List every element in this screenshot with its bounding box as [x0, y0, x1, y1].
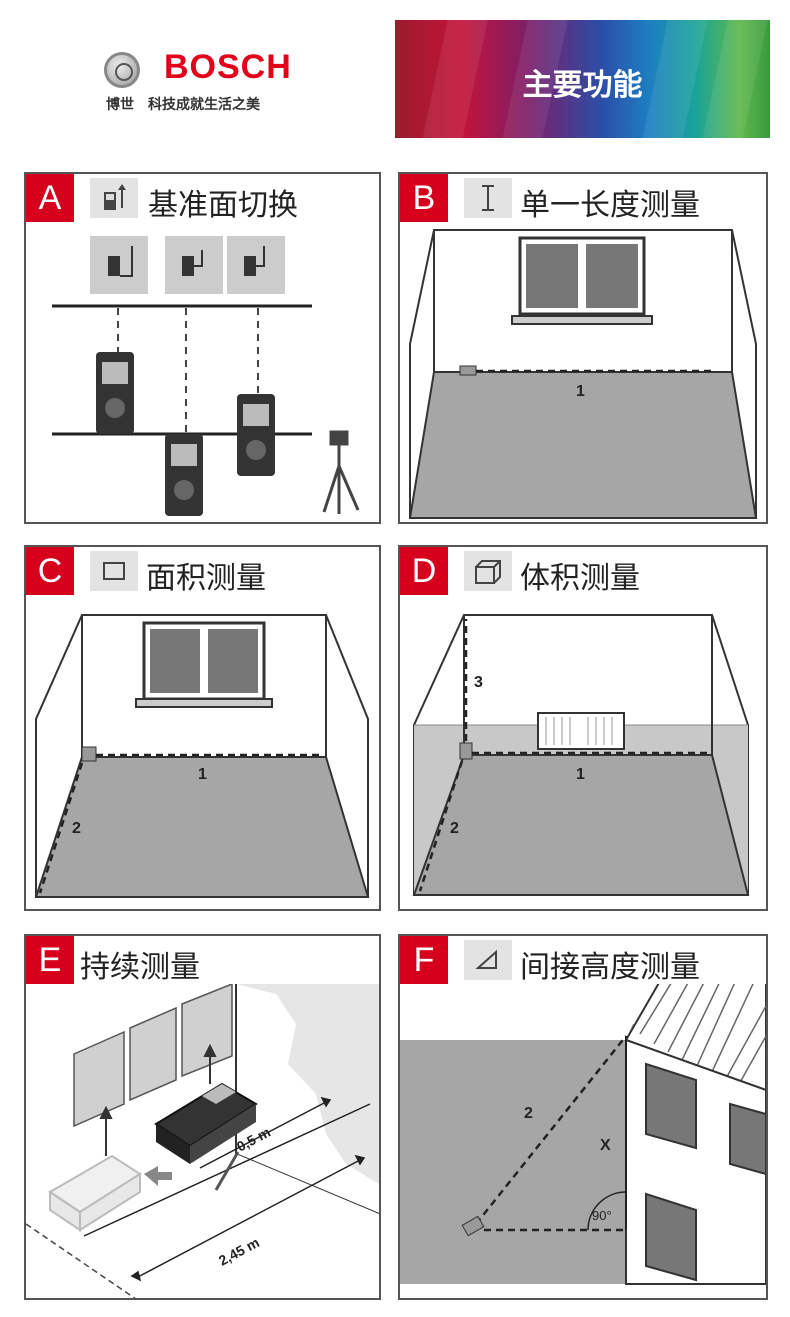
panel-d-header: D 体积测量 — [400, 547, 766, 596]
panel-letter: E — [26, 936, 74, 984]
slogan-text: 科技成就生活之美 — [148, 97, 260, 113]
page-header: BOSCH 博世科技成就生活之美 主要功能 — [0, 0, 790, 150]
window-icon — [645, 1062, 766, 1282]
device-icon — [237, 394, 275, 476]
area-illustration: 1 2 — [34, 614, 370, 898]
measure-mark: 1 — [198, 766, 207, 783]
single-length-illustration: 1 — [408, 229, 758, 519]
panel-label: 面积测量 — [146, 561, 266, 596]
brand-name-cn: 博世 — [106, 97, 134, 113]
panel-label: 基准面切换 — [148, 188, 298, 223]
device-reference-icon — [90, 178, 138, 218]
panel-label: 体积测量 — [520, 561, 640, 596]
panel-label: 间接高度测量 — [520, 950, 700, 985]
continuous-measure-illustration: 0,5 m 2,45 m — [26, 984, 379, 1298]
main-features-banner: 主要功能 — [395, 20, 770, 138]
panel-a: A 基准面切换 — [24, 172, 381, 524]
panel-label: 持续测量 — [80, 950, 200, 985]
panel-label: 单一长度测量 — [520, 188, 700, 223]
volume-icon — [464, 551, 512, 591]
brand-slogan: 博世科技成就生活之美 — [106, 94, 260, 114]
brand-name: BOSCH — [164, 48, 292, 86]
indirect-height-illustration: 2 X 90° — [400, 984, 766, 1285]
panel-letter: C — [26, 547, 74, 595]
panel-letter: D — [400, 547, 448, 595]
panel-c-header: C 面积测量 — [26, 547, 379, 596]
bosch-armature-icon — [104, 52, 140, 88]
banner-title: 主要功能 — [522, 68, 643, 103]
panel-e: E 持续测量 — [24, 934, 381, 1300]
panel-f: F 间接高度测量 2 X 90° — [398, 934, 768, 1300]
panel-e-header: E 持续测量 — [26, 936, 379, 985]
window-icon — [511, 236, 653, 325]
measure-mark: X — [600, 1137, 611, 1154]
device-ghost-icon — [48, 1154, 142, 1232]
bosch-logo: BOSCH 博世科技成就生活之美 — [100, 48, 300, 118]
device-icon — [96, 352, 134, 434]
triangle-icon — [464, 940, 512, 980]
panel-b-header: B 单一长度测量 — [400, 174, 766, 223]
measure-mark: 2 — [450, 820, 459, 837]
length-icon — [464, 178, 512, 218]
radiator-icon — [537, 712, 625, 750]
volume-illustration: 3 1 2 — [412, 614, 750, 896]
device-icon — [165, 434, 203, 516]
device-icon — [154, 1082, 258, 1164]
measure-mark: 1 — [576, 766, 585, 783]
measure-mark: 2 — [524, 1105, 533, 1122]
window-icon — [135, 621, 273, 708]
panel-d: D 体积测量 3 1 2 — [398, 545, 768, 911]
area-icon — [90, 551, 138, 591]
panel-b: B 单一长度测量 1 — [398, 172, 768, 524]
panel-letter: A — [26, 174, 74, 222]
panel-letter: B — [400, 174, 448, 222]
measure-mark: 90° — [592, 1208, 612, 1223]
panel-letter: F — [400, 936, 448, 984]
panel-c: C 面积测量 1 2 — [24, 545, 381, 911]
measure-mark: 2 — [72, 820, 81, 837]
measure-mark: 3 — [474, 674, 483, 691]
tripod-icon — [322, 430, 360, 514]
measure-mark: 1 — [576, 383, 585, 400]
panel-a-header: A 基准面切换 — [26, 174, 379, 223]
panel-f-header: F 间接高度测量 — [400, 936, 766, 985]
reference-switch-illustration — [52, 236, 360, 516]
